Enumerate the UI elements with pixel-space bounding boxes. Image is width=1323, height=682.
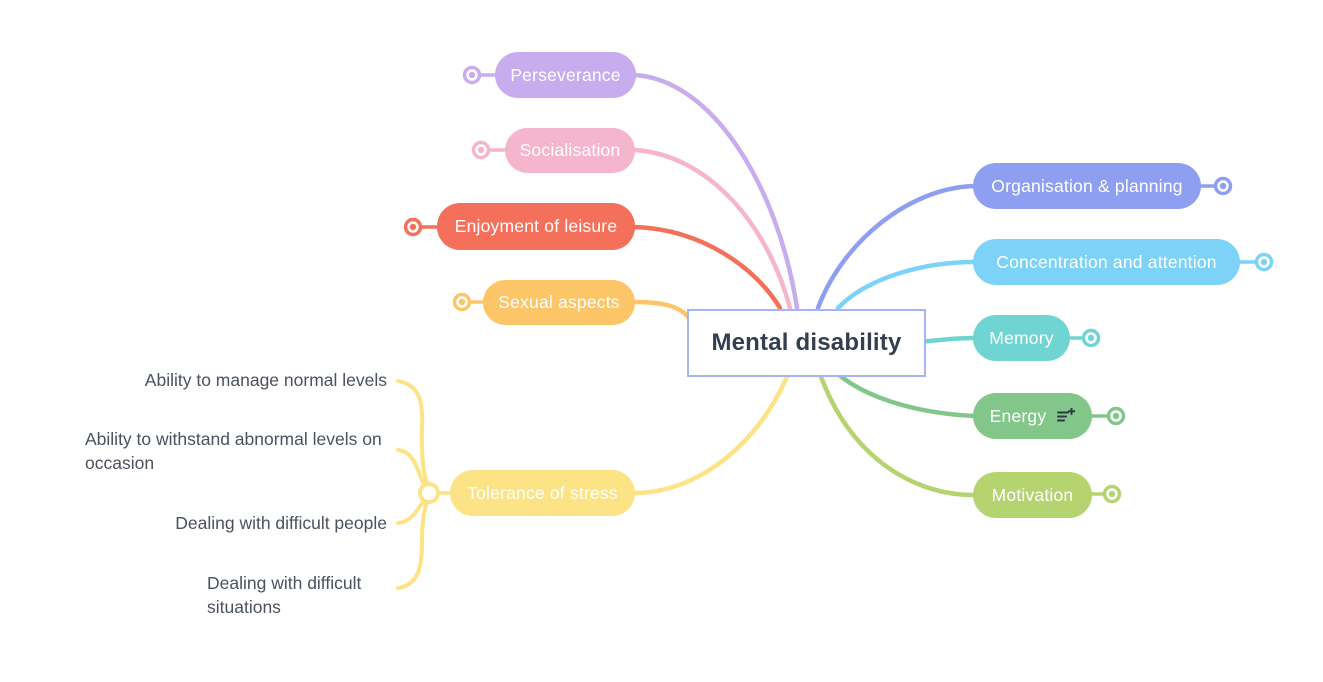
node-end-icon[interactable]	[1102, 484, 1122, 504]
child-branch-3	[396, 499, 426, 525]
node-label: Sexual aspects	[498, 292, 620, 312]
node-label: Enjoyment of leisure	[454, 216, 618, 236]
root-node-label: Mental disability	[711, 329, 902, 356]
branch-socialisation	[631, 147, 793, 311]
branch-motivation	[817, 371, 977, 498]
node-end-icon[interactable]	[1254, 252, 1274, 272]
node-end-icon[interactable]	[1081, 328, 1101, 348]
node-end-icon[interactable]	[403, 217, 423, 237]
node-socialisation[interactable]: Socialisation	[505, 128, 635, 173]
node-label: Memory	[989, 327, 1054, 348]
branch-memory	[917, 335, 976, 345]
node-tolerance-of-stress[interactable]: Tolerance of stress	[450, 470, 635, 516]
node-label: Concentration and attention	[996, 251, 1217, 272]
child-branch-1	[396, 379, 430, 488]
child-branch-2	[396, 448, 426, 487]
node-memory[interactable]: Memory	[973, 315, 1070, 361]
node-end-icon[interactable]	[1213, 176, 1233, 196]
node-end-icon[interactable]	[1106, 406, 1126, 426]
node-sexual-aspects[interactable]: Sexual aspects	[483, 280, 635, 325]
node-energy[interactable]: Energy	[973, 393, 1092, 439]
branch-enjoyment	[631, 224, 783, 311]
node-motivation[interactable]: Motivation	[973, 472, 1092, 518]
node-end-icon[interactable]	[452, 292, 472, 312]
node-concentration-attention[interactable]: Concentration and attention	[973, 239, 1240, 285]
collapse-ring-icon[interactable]	[418, 482, 440, 504]
node-label: Motivation	[991, 484, 1074, 505]
branch-sexual	[631, 299, 692, 321]
branch-concentration	[835, 259, 977, 311]
node-end-icon[interactable]	[471, 140, 491, 160]
branch-tolerance	[631, 371, 791, 496]
child-node-manage-normal-levels[interactable]: Ability to manage normal levels	[144, 370, 387, 390]
branch-energy	[835, 371, 977, 419]
node-label: Tolerance of stress	[467, 482, 618, 503]
child-node-withstand-abnormal-levels[interactable]: Ability to withstand abnormal levels on …	[85, 429, 382, 473]
branch-perseverance	[632, 72, 800, 311]
node-perseverance[interactable]: Perseverance	[495, 52, 636, 98]
node-label: Socialisation	[519, 140, 621, 160]
node-enjoyment-of-leisure[interactable]: Enjoyment of leisure	[437, 203, 635, 250]
child-node-difficult-situations[interactable]: Dealing with difficult situations	[207, 573, 362, 617]
node-label: Energy	[989, 405, 1047, 426]
add-note-icon[interactable]	[1057, 408, 1076, 424]
child-branch-4	[396, 498, 430, 590]
child-node-difficult-people[interactable]: Dealing with difficult people	[175, 513, 387, 533]
node-organisation-planning[interactable]: Organisation & planning	[973, 163, 1201, 209]
node-label: Organisation & planning	[991, 175, 1183, 196]
node-end-icon[interactable]	[462, 65, 482, 85]
branch-organisation	[815, 183, 977, 311]
node-label: Perseverance	[510, 64, 621, 85]
root-node[interactable]: Mental disability	[687, 309, 926, 377]
